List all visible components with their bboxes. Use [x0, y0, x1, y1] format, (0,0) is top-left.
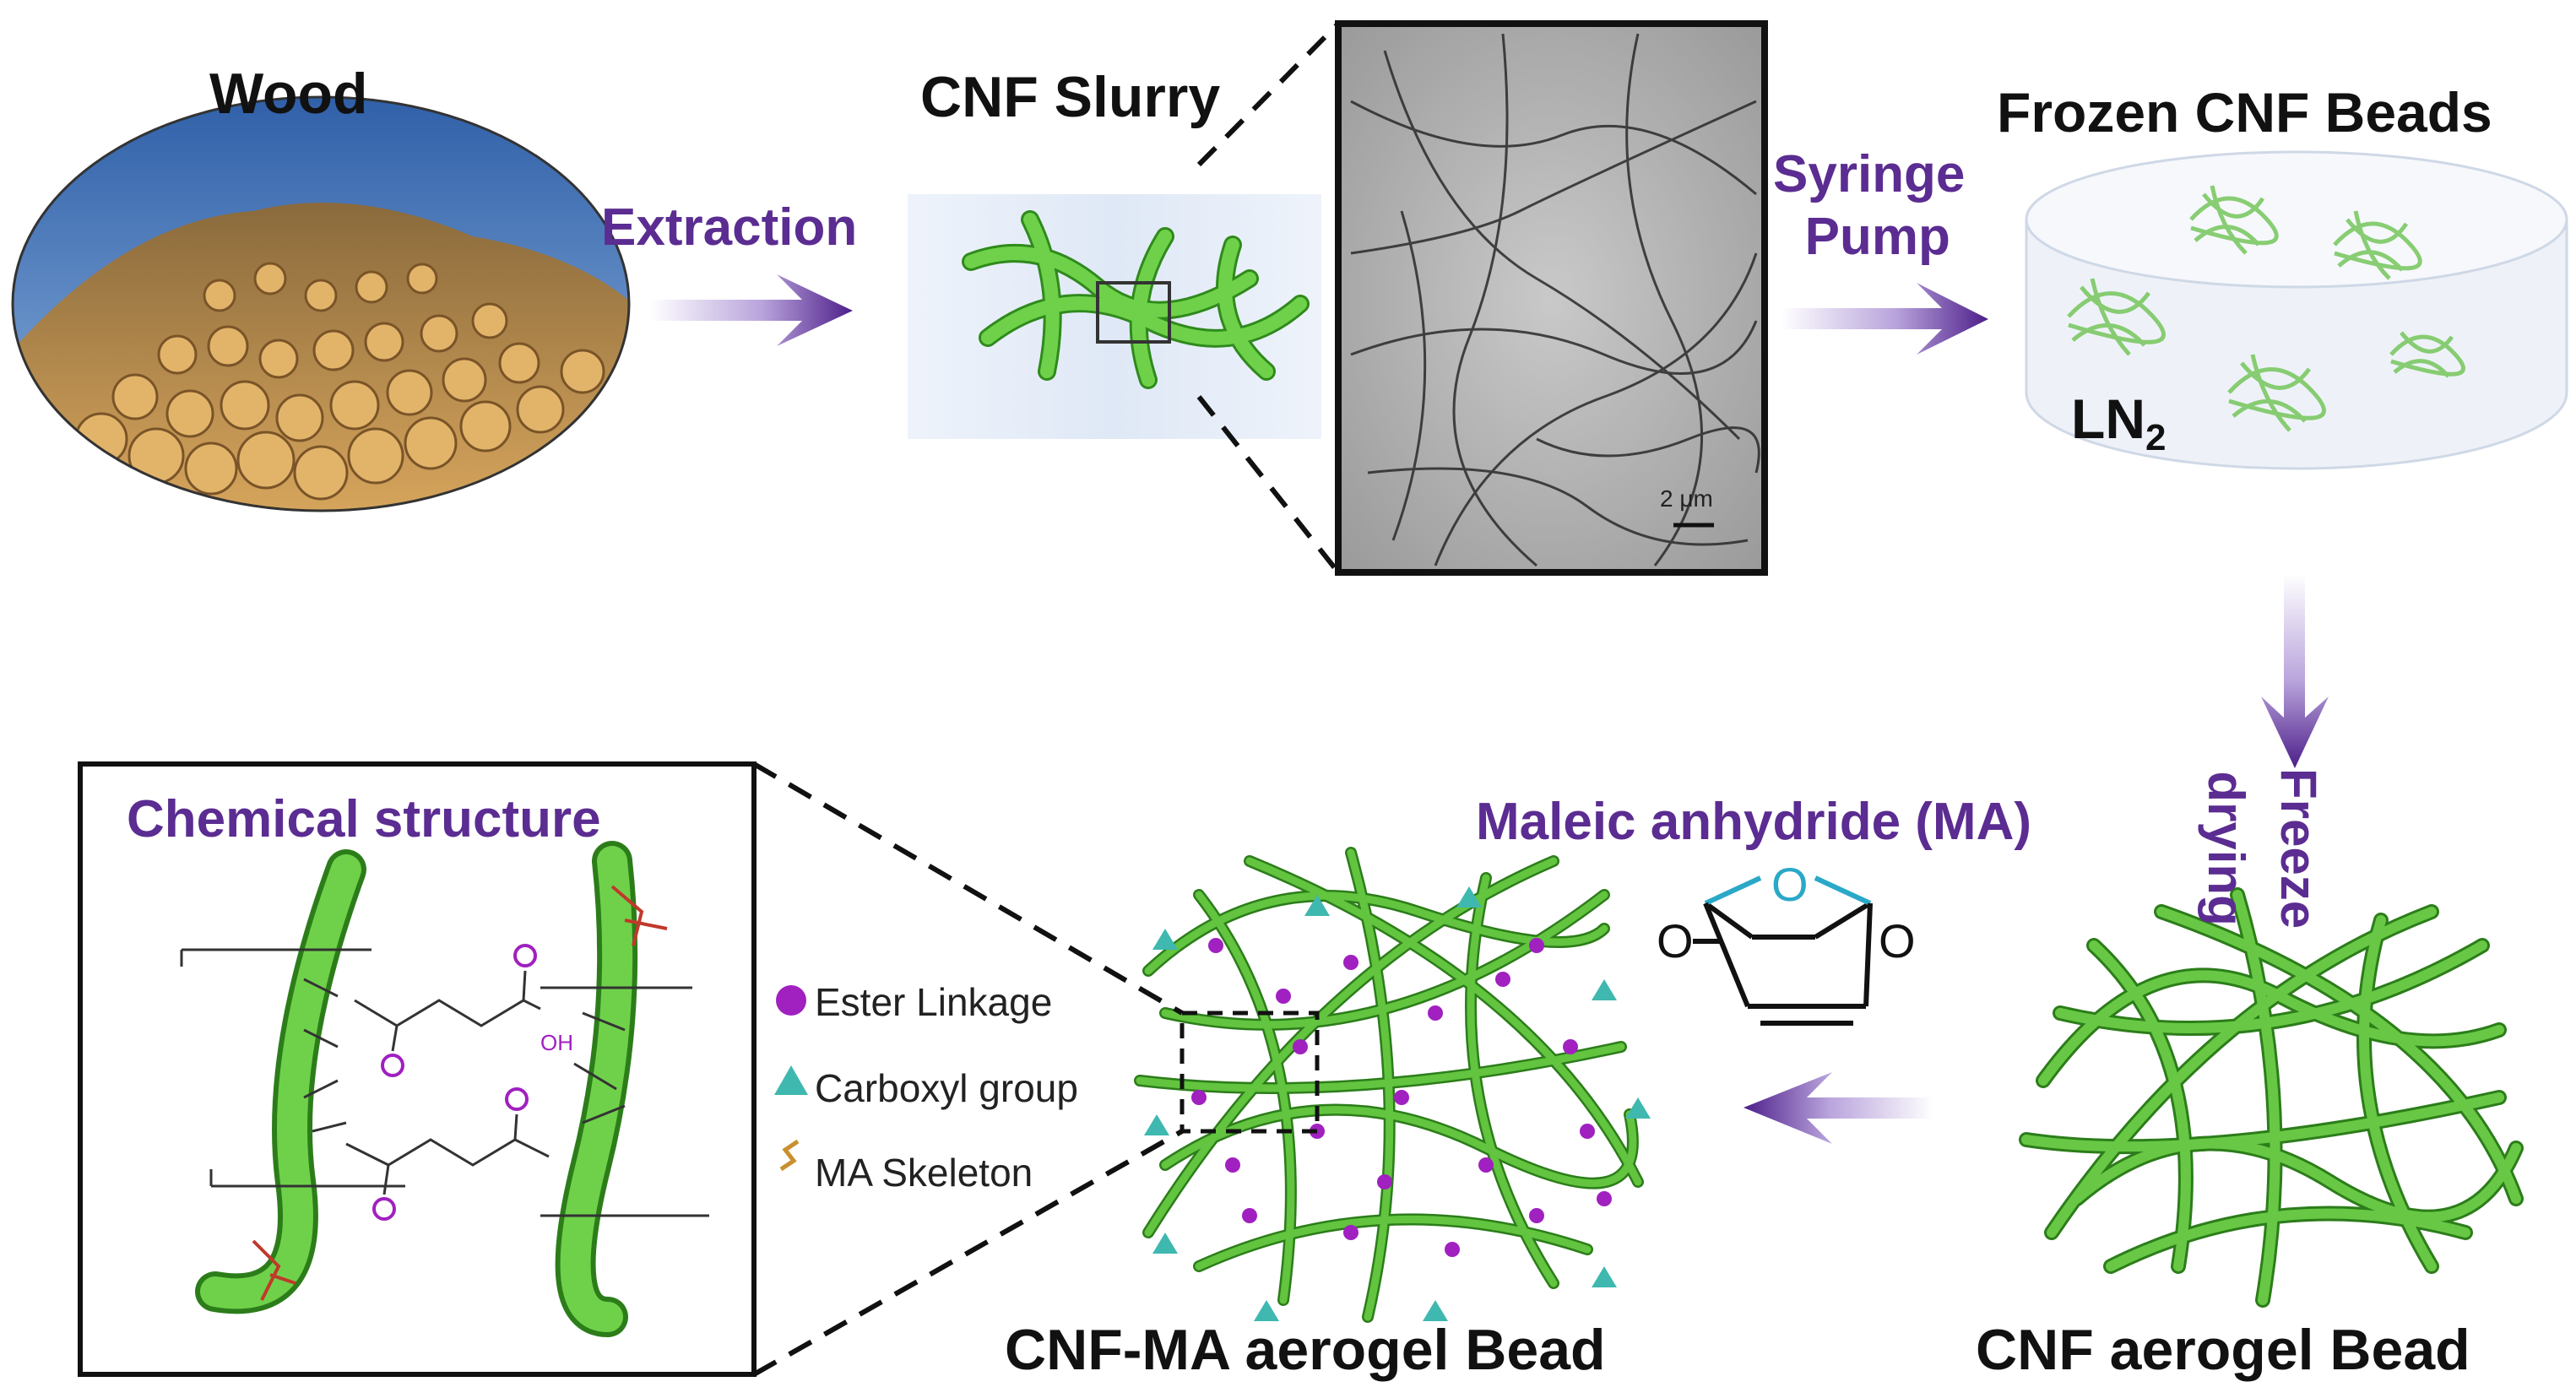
ester-dots: [1191, 938, 1612, 1257]
wood-photo: [13, 97, 629, 511]
legend-ester: Ester Linkage: [815, 980, 1053, 1024]
chem-structure-title: Chemical structure: [127, 790, 601, 848]
step-syringe: Syringe Pump: [1773, 144, 1965, 268]
step-extraction: Extraction: [601, 198, 858, 257]
cnf-aerogel-bead: [2019, 887, 2524, 1308]
extraction-arrow: [650, 274, 853, 346]
ln2-sub: 2: [2145, 417, 2167, 459]
chem-red-groups: [252, 885, 668, 1301]
label-frozen-beads: Frozen CNF Beads: [1997, 81, 2492, 144]
syringe-arrow: [1782, 283, 1988, 355]
tem-fibrils: [1350, 33, 1760, 567]
ester-marker: [776, 985, 806, 1016]
skeleton-marker: [779, 1139, 800, 1172]
step-syringe-line2: Pump: [1804, 208, 1950, 266]
label-ln2: LN2: [2071, 387, 2166, 459]
chem-oxygens: [372, 944, 537, 1221]
ma-arrow: [1744, 1072, 1933, 1144]
carboxyl-marker: [774, 1065, 808, 1095]
legend-carboxyl: Carboxyl group: [815, 1066, 1078, 1110]
step-ma: Maleic anhydride (MA): [1476, 793, 2031, 851]
scale-bar-label: 2 μm: [1660, 485, 1713, 512]
cnf-ma-aerogel-bead: [1134, 847, 1644, 1323]
label-wood: Wood: [209, 62, 368, 126]
mol-o-right: O: [1879, 914, 1916, 967]
step-freeze-drying: Freeze drying: [2189, 768, 2335, 929]
tem-image: [1335, 20, 1768, 576]
step-syringe-line1: Syringe: [1773, 145, 1966, 203]
mol-o-top: O: [1771, 858, 1809, 911]
chemical-structure-panel: [78, 761, 757, 1377]
legend-skeleton: MA Skeleton: [815, 1151, 1033, 1195]
ln2-main: LN: [2071, 387, 2145, 450]
freeze-arrow: [2261, 574, 2329, 768]
label-cnf-ma-aerogel: CNF-MA aerogel Bead: [1005, 1318, 1606, 1382]
zoom-box: [1096, 281, 1171, 344]
carboxyl-triangles: [1144, 886, 1651, 1321]
mol-o-left: O: [1657, 914, 1694, 967]
label-cnf-aerogel: CNF aerogel Bead: [1976, 1318, 2470, 1382]
step-freeze-line2: drying: [2198, 771, 2254, 926]
chem-bonds: [180, 948, 709, 1217]
maleic-anhydride-molecule: [1693, 875, 1873, 1026]
chem-oh: OH: [540, 1030, 573, 1055]
frozen-beads: [2067, 185, 2465, 432]
step-freeze-line1: Freeze: [2270, 768, 2327, 929]
label-cnf-slurry: CNF Slurry: [920, 65, 1221, 129]
ln2-container: [2025, 150, 2568, 470]
